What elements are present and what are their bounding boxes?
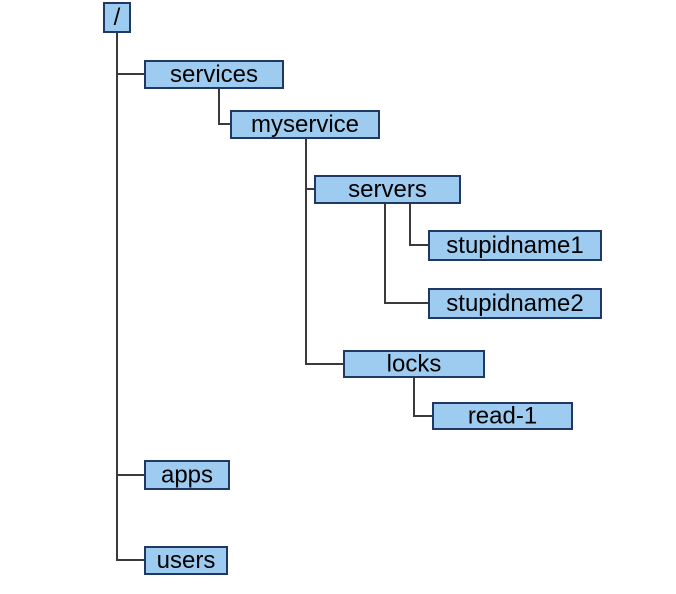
tree-node-box-services [144, 60, 284, 89]
tree-node-label-myservice: myservice [251, 111, 359, 138]
tree-node-label-stupidname1: stupidname1 [446, 232, 583, 259]
tree-node-servers[interactable]: servers [314, 175, 461, 204]
tree-edge-servers-to-stupidname1 [409, 204, 428, 246]
tree-edge-root-to-apps [116, 33, 144, 476]
tree-node-box-read-1 [432, 402, 573, 430]
tree-node-users[interactable]: users [144, 546, 228, 575]
tree-node-box-locks [343, 350, 485, 378]
tree-node-read-1[interactable]: read-1 [432, 402, 573, 430]
tree-node-stupidname2[interactable]: stupidname2 [428, 288, 602, 319]
tree-node-label-apps: apps [161, 461, 213, 488]
tree-edge-root-to-services [116, 33, 144, 75]
tree-node-box-myservice [230, 110, 380, 139]
tree-edge-servers-to-stupidname2 [384, 204, 428, 304]
tree-edge-myservice-to-servers [305, 139, 314, 190]
tree-node-label-servers: servers [348, 176, 427, 203]
tree-node-label-read-1: read-1 [468, 402, 537, 429]
tree-nodes-layer: / services myservice servers stupidname1 stup… [103, 2, 602, 575]
tree-edge-myservice-to-locks [305, 139, 343, 365]
tree-node-label-users: users [157, 547, 216, 574]
tree-node-stupidname1[interactable]: stupidname1 [428, 230, 602, 261]
tree-edges-layer [116, 33, 432, 561]
tree-node-box-root [103, 2, 131, 33]
tree-node-label-locks: locks [387, 350, 442, 377]
tree-node-label-stupidname2: stupidname2 [446, 290, 583, 317]
tree-node-box-users [144, 546, 228, 575]
tree-edge-locks-to-read-1 [413, 378, 432, 417]
tree-node-services[interactable]: services [144, 60, 284, 89]
tree-node-box-stupidname2 [428, 288, 602, 319]
tree-node-apps[interactable]: apps [144, 460, 230, 490]
tree-node-label-services: services [170, 61, 258, 88]
tree-node-box-stupidname1 [428, 230, 602, 261]
tree-edge-root-to-users [116, 33, 144, 561]
tree-node-box-servers [314, 175, 461, 204]
tree-edge-services-to-myservice [218, 89, 230, 125]
tree-node-myservice[interactable]: myservice [230, 110, 380, 139]
tree-node-locks[interactable]: locks [343, 350, 485, 378]
tree-node-box-apps [144, 460, 230, 490]
tree-node-label-root: / [114, 4, 121, 31]
tree-node-root[interactable]: / [103, 2, 131, 33]
